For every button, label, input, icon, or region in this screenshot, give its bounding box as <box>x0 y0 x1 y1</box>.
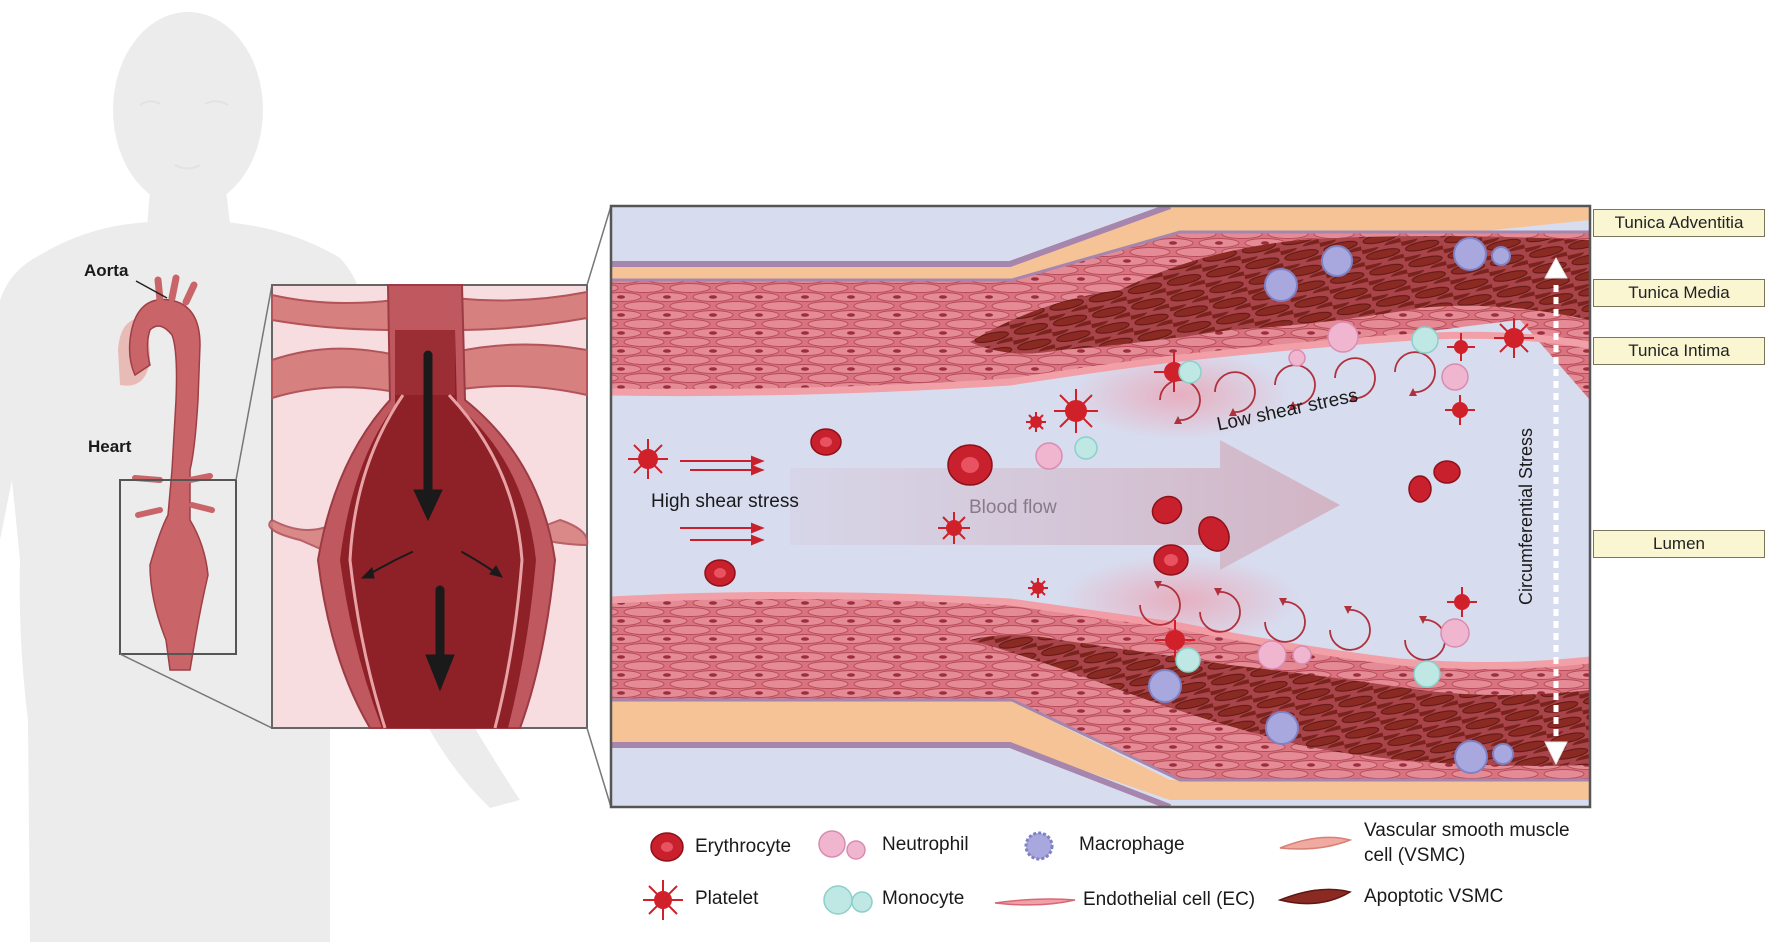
recirculation-swirls <box>1139 351 1446 661</box>
legend-endothelial: Endothelial cell (EC) <box>1083 889 1256 910</box>
zoom-selection-box <box>119 479 237 655</box>
legend-macrophage: Macrophage <box>1079 834 1185 855</box>
legend-erythrocyte: Erythrocyte <box>695 836 792 857</box>
zoom-line-to-vessel-lower <box>586 727 612 808</box>
legend-vsmc-line2: cell (VSMC) <box>1364 845 1466 866</box>
neutrophils <box>1035 321 1470 670</box>
aorta-pointer <box>135 280 168 299</box>
high-shear-arrows <box>680 455 765 546</box>
legend-neutrophil: Neutrophil <box>882 834 969 855</box>
heart-label: Heart <box>88 437 132 456</box>
platelets <box>628 318 1534 660</box>
legend-platelet: Platelet <box>695 888 759 909</box>
human-outline <box>139 100 229 170</box>
layer-label-adventitia: Tunica Adventitia <box>1593 209 1765 237</box>
zoom-line-upper <box>235 284 273 481</box>
layer-label-lumen: Lumen <box>1593 530 1765 558</box>
legend-icons <box>643 830 1353 920</box>
zoom-flow-arrows <box>360 350 503 692</box>
zoom-panel <box>268 284 589 729</box>
vessel-section <box>611 206 1590 807</box>
monocytes <box>1074 326 1441 688</box>
human-silhouette <box>0 12 520 942</box>
vessel-frame <box>609 204 1592 809</box>
zoom-line-lower <box>119 653 273 729</box>
zoom-line-to-vessel-upper <box>586 205 612 286</box>
circumferential-stress-arrow <box>1544 256 1568 766</box>
legend-apoptotic-vsmc: Apoptotic VSMC <box>1364 886 1504 907</box>
high-shear-label: High shear stress <box>651 491 799 512</box>
legend-vsmc-line1: Vascular smooth muscle <box>1364 820 1570 841</box>
aorta-label: Aorta <box>84 261 129 280</box>
legend-monocyte: Monocyte <box>882 888 965 909</box>
circumferential-stress-label: Circumferential Stress <box>1516 427 1536 605</box>
layer-label-media: Tunica Media <box>1593 279 1765 307</box>
layer-label-intima: Tunica Intima <box>1593 337 1765 365</box>
macrophages <box>1148 237 1514 774</box>
blood-flow-label: Blood flow <box>969 497 1057 518</box>
